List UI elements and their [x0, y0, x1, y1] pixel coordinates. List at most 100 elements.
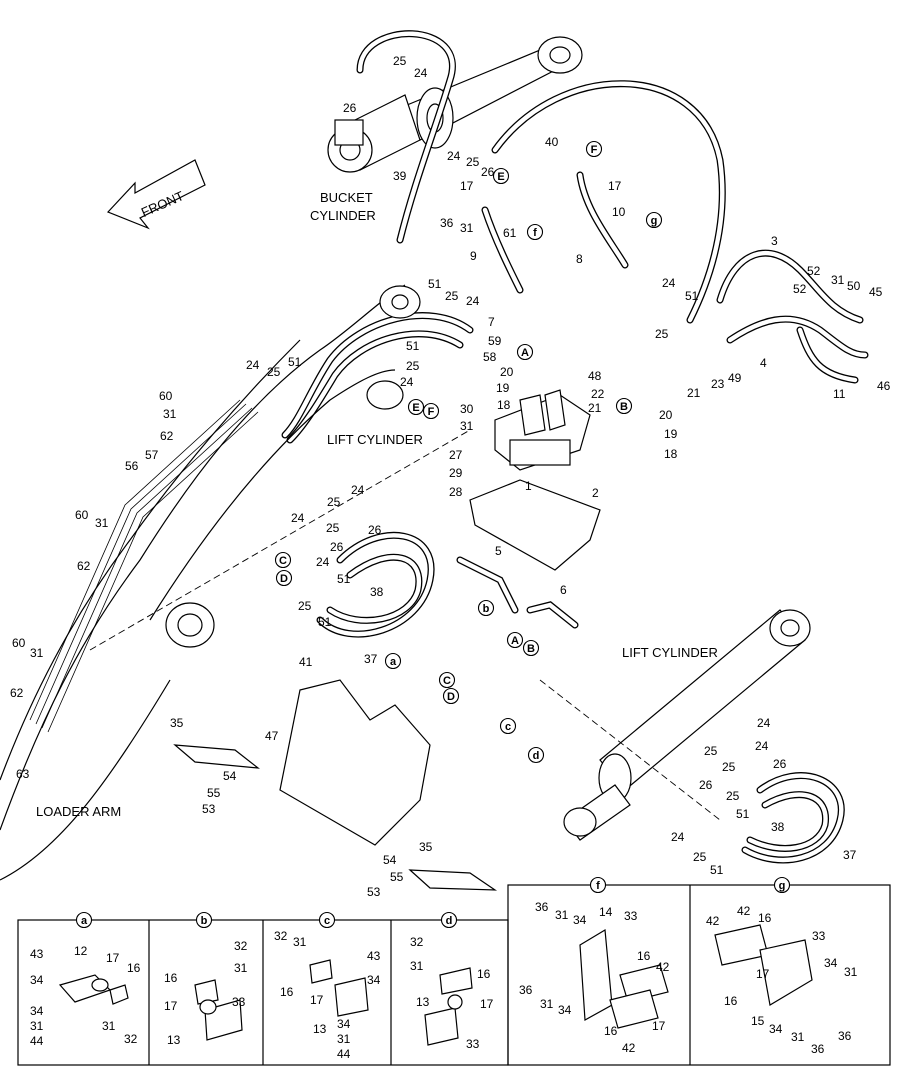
- detail-g-callout-33: 33: [812, 929, 826, 943]
- callout-18: 18: [664, 447, 678, 461]
- detail-b-callout-16: 16: [164, 971, 178, 985]
- callout-51: 51: [428, 277, 442, 291]
- plate-35-lower: [408, 869, 498, 891]
- callout-17: 17: [460, 179, 474, 193]
- callout-25: 25: [726, 789, 740, 803]
- callout-46: 46: [877, 379, 891, 393]
- callout-45: 45: [869, 285, 883, 299]
- callout-51: 51: [337, 572, 351, 586]
- callout-24: 24: [246, 358, 260, 372]
- callout-24: 24: [316, 555, 330, 569]
- callout-18: 18: [497, 398, 511, 412]
- detail-d-callout-32: 32: [410, 935, 424, 949]
- callout-9: 9: [470, 249, 477, 263]
- loader-arm-drawing: [0, 284, 471, 881]
- tag-C: C: [438, 671, 456, 689]
- tag-F: F: [585, 140, 603, 158]
- callout-50: 50: [847, 279, 861, 293]
- detail-g-callout-31: 31: [791, 1030, 805, 1044]
- svg-text:g: g: [651, 215, 658, 227]
- callout-21: 21: [588, 401, 602, 415]
- callout-5: 5: [495, 544, 502, 558]
- svg-text:C: C: [443, 675, 451, 687]
- tag-B: B: [522, 639, 540, 657]
- callout-24: 24: [671, 830, 685, 844]
- callout-59: 59: [488, 334, 502, 348]
- detail-tag-d: d: [446, 915, 453, 927]
- callout-24: 24: [755, 739, 769, 753]
- callout-31: 31: [95, 516, 109, 530]
- callout-55: 55: [390, 870, 404, 884]
- mounting-plate-2: [469, 479, 601, 571]
- callout-56: 56: [125, 459, 139, 473]
- callout-61: 61: [503, 226, 517, 240]
- svg-text:D: D: [280, 573, 288, 585]
- callout-25: 25: [327, 495, 341, 509]
- callout-26: 26: [773, 757, 787, 771]
- callout-11: 11: [833, 387, 846, 401]
- detail-c-callout-16: 16: [280, 985, 294, 999]
- svg-text:D: D: [447, 691, 455, 703]
- svg-text:b: b: [483, 603, 490, 615]
- detail-c-callout-43: 43: [367, 949, 381, 963]
- callout-25: 25: [326, 521, 340, 535]
- detail-c-callout-17: 17: [310, 993, 324, 1007]
- svg-text:E: E: [497, 171, 504, 183]
- lift-cylinder-label-upper: LIFT CYLINDER: [327, 432, 423, 447]
- detail-g-callout-15: 15: [751, 1014, 765, 1028]
- callout-25: 25: [704, 744, 718, 758]
- callout-39: 39: [393, 169, 407, 183]
- callout-2: 2: [592, 486, 599, 500]
- tag-C: C: [274, 551, 292, 569]
- detail-g-callout-34: 34: [824, 956, 838, 970]
- callout-27: 27: [449, 448, 463, 462]
- svg-text:B: B: [620, 401, 628, 413]
- detail-d-callout-17: 17: [480, 997, 494, 1011]
- detail-f-callout-36: 36: [535, 900, 549, 914]
- detail-f-callout-42: 42: [656, 960, 670, 974]
- detail-f-callout-42: 42: [622, 1041, 636, 1055]
- detail-f-callout-34: 34: [558, 1003, 572, 1017]
- tag-E: E: [492, 167, 510, 185]
- callout-8: 8: [576, 252, 583, 266]
- control-valve: [494, 389, 591, 471]
- callout-20: 20: [659, 408, 673, 422]
- tag-g: g: [645, 211, 663, 229]
- callout-21: 21: [687, 386, 701, 400]
- callout-29: 29: [449, 466, 463, 480]
- callout-60: 60: [75, 508, 89, 522]
- tag-A: A: [506, 631, 524, 649]
- lift-cylinder-label-lower: LIFT CYLINDER: [622, 645, 718, 660]
- callout-51: 51: [710, 863, 724, 877]
- callout-25: 25: [693, 850, 707, 864]
- detail-b-callout-17: 17: [164, 999, 178, 1013]
- detail-d-callout-33: 33: [466, 1037, 480, 1051]
- callout-38: 38: [771, 820, 785, 834]
- detail-a-callout-34: 34: [30, 1004, 44, 1018]
- callout-35: 35: [419, 840, 433, 854]
- callout-26: 26: [699, 778, 713, 792]
- callout-26: 26: [368, 523, 382, 537]
- detail-f-callout-14: 14: [599, 905, 613, 919]
- detail-c-callout-31: 31: [293, 935, 307, 949]
- callout-62: 62: [77, 559, 91, 573]
- detail-c-callout-31: 31: [337, 1032, 351, 1046]
- detail-a-callout-16: 16: [127, 961, 141, 975]
- detail-g-callout-34: 34: [769, 1022, 783, 1036]
- tag-E: E: [407, 398, 425, 416]
- detail-f-callout-31: 31: [555, 908, 569, 922]
- detail-c-callout-44: 44: [337, 1047, 351, 1061]
- callout-54: 54: [383, 853, 397, 867]
- callout-17: 17: [608, 179, 622, 193]
- detail-b-callout-13: 13: [167, 1033, 181, 1047]
- callout-25: 25: [406, 359, 420, 373]
- svg-text:a: a: [390, 656, 397, 668]
- svg-text:f: f: [533, 227, 537, 239]
- svg-text:F: F: [591, 144, 598, 156]
- tag-D: D: [275, 569, 293, 587]
- detail-f-callout-16: 16: [637, 949, 651, 963]
- tag-D: D: [442, 687, 460, 705]
- callout-25: 25: [655, 327, 669, 341]
